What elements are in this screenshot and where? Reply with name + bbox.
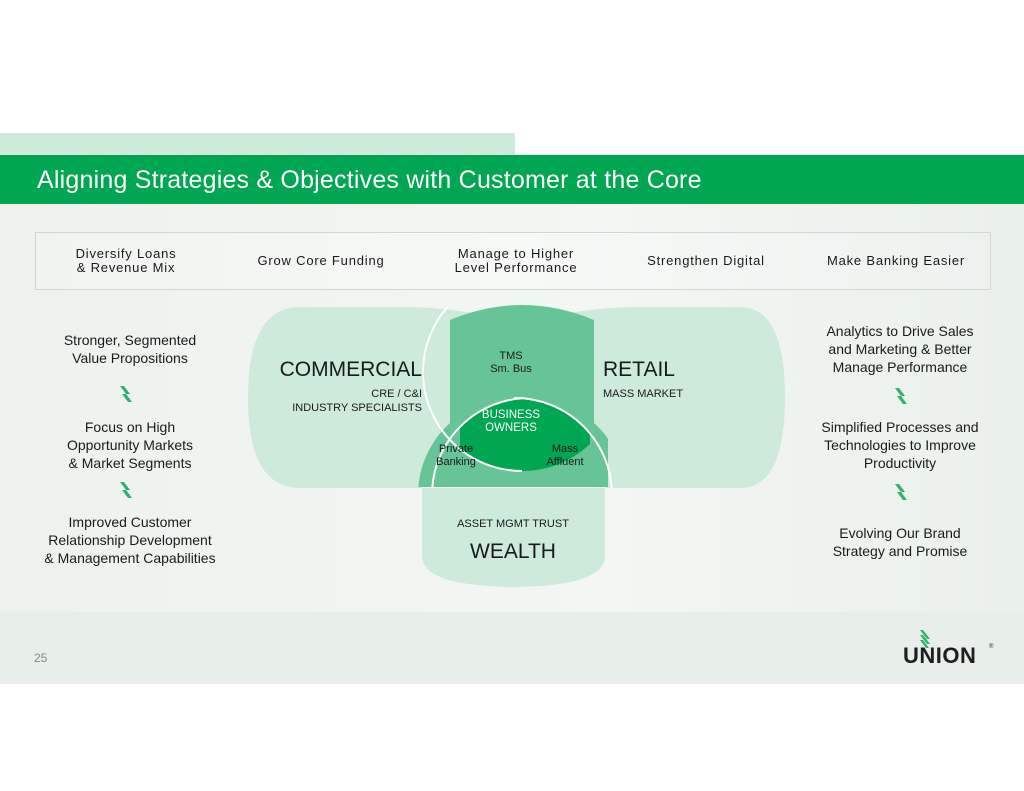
text-line: Productivity bbox=[863, 455, 937, 471]
text-line: & Management Capabilities bbox=[44, 550, 216, 566]
wealth-title: WEALTH bbox=[470, 540, 556, 563]
logo-leaf-icon bbox=[920, 630, 930, 648]
text-line: Strategy and Promise bbox=[832, 543, 968, 559]
sm-bus-label: Sm. Bus bbox=[490, 363, 532, 375]
objective-line: Level Performance bbox=[454, 260, 578, 275]
objective-line: Diversify Loans bbox=[75, 246, 177, 261]
business-label: BUSINESS bbox=[482, 409, 540, 421]
commercial-sub1: CRE / C&I bbox=[371, 388, 422, 400]
left-item-high-opportunity: Focus on High Opportunity Markets & Mark… bbox=[20, 418, 240, 472]
overlap-tms-small-business bbox=[450, 305, 594, 440]
wealth-sub1: ASSET MGMT TRUST bbox=[457, 518, 569, 530]
logo-wordmark: UNION bbox=[903, 643, 976, 668]
objective-line: Grow Core Funding bbox=[257, 253, 385, 268]
right-item-analytics: Analytics to Drive Sales and Marketing &… bbox=[800, 322, 1000, 376]
text-line: Analytics to Drive Sales bbox=[826, 323, 974, 339]
right-item-simplified-processes: Simplified Processes and Technologies to… bbox=[800, 418, 1000, 472]
text-line: Evolving Our Brand bbox=[839, 525, 961, 541]
private-label: Private bbox=[439, 443, 473, 455]
text-line: Improved Customer bbox=[68, 514, 192, 530]
footer bbox=[0, 612, 1024, 684]
objective-grow-core-funding: Grow Core Funding bbox=[226, 233, 416, 289]
chevron-down-icon bbox=[120, 482, 132, 498]
chevron-down-icon bbox=[895, 388, 907, 404]
text-line: Manage Performance bbox=[832, 359, 968, 375]
text-line: Focus on High bbox=[84, 419, 176, 435]
slide-title: Aligning Strategies & Objectives with Cu… bbox=[37, 166, 702, 194]
objective-line: Make Banking Easier bbox=[826, 253, 966, 268]
affluent-label: Affluent bbox=[546, 456, 583, 468]
commercial-title: COMMERCIAL bbox=[280, 358, 422, 381]
text-line: Technologies to Improve bbox=[824, 437, 976, 453]
text-line: Stronger, Segmented bbox=[63, 332, 197, 348]
text-line: Value Propositions bbox=[72, 350, 188, 366]
text-line: Simplified Processes and bbox=[821, 419, 979, 435]
union-logo: UNION ® bbox=[903, 630, 994, 668]
owners-label: OWNERS bbox=[485, 422, 537, 434]
text-line: & Market Segments bbox=[68, 455, 192, 471]
banking-label: Banking bbox=[436, 456, 476, 468]
chevron-down-icon bbox=[895, 484, 907, 500]
retail-sub1: MASS MARKET bbox=[603, 388, 683, 400]
tms-label: TMS bbox=[499, 350, 522, 362]
wealth-segment-shape bbox=[422, 487, 605, 587]
objective-line: Manage to Higher bbox=[457, 246, 575, 261]
objective-strengthen-digital: Strengthen Digital bbox=[616, 233, 796, 289]
header-accent-strip bbox=[0, 133, 515, 155]
title-bar: Aligning Strategies & Objectives with Cu… bbox=[0, 155, 1024, 204]
logo-registered-mark: ® bbox=[989, 643, 994, 650]
objective-line: Strengthen Digital bbox=[647, 253, 765, 268]
retail-title: RETAIL bbox=[603, 358, 675, 381]
text-line: Relationship Development bbox=[48, 532, 212, 548]
left-item-customer-relationship: Improved Customer Relationship Developme… bbox=[10, 513, 250, 567]
text-line: Opportunity Markets bbox=[66, 437, 194, 453]
text-line: and Marketing & Better bbox=[828, 341, 972, 357]
objectives-bar: Diversify Loans& Revenue Mix Grow Core F… bbox=[35, 232, 991, 290]
objective-line: & Revenue Mix bbox=[76, 260, 176, 275]
page-number: 25 bbox=[34, 651, 48, 665]
commercial-sub2: INDUSTRY SPECIALISTS bbox=[292, 402, 422, 414]
objective-make-banking-easier: Make Banking Easier bbox=[806, 233, 986, 289]
chevron-down-icon bbox=[120, 386, 132, 402]
right-item-brand-strategy: Evolving Our Brand Strategy and Promise bbox=[800, 524, 1000, 560]
left-item-value-propositions: Stronger, Segmented Value Propositions bbox=[20, 331, 240, 367]
objective-diversify-loans: Diversify Loans& Revenue Mix bbox=[36, 233, 216, 289]
mass-label: Mass bbox=[552, 443, 579, 455]
